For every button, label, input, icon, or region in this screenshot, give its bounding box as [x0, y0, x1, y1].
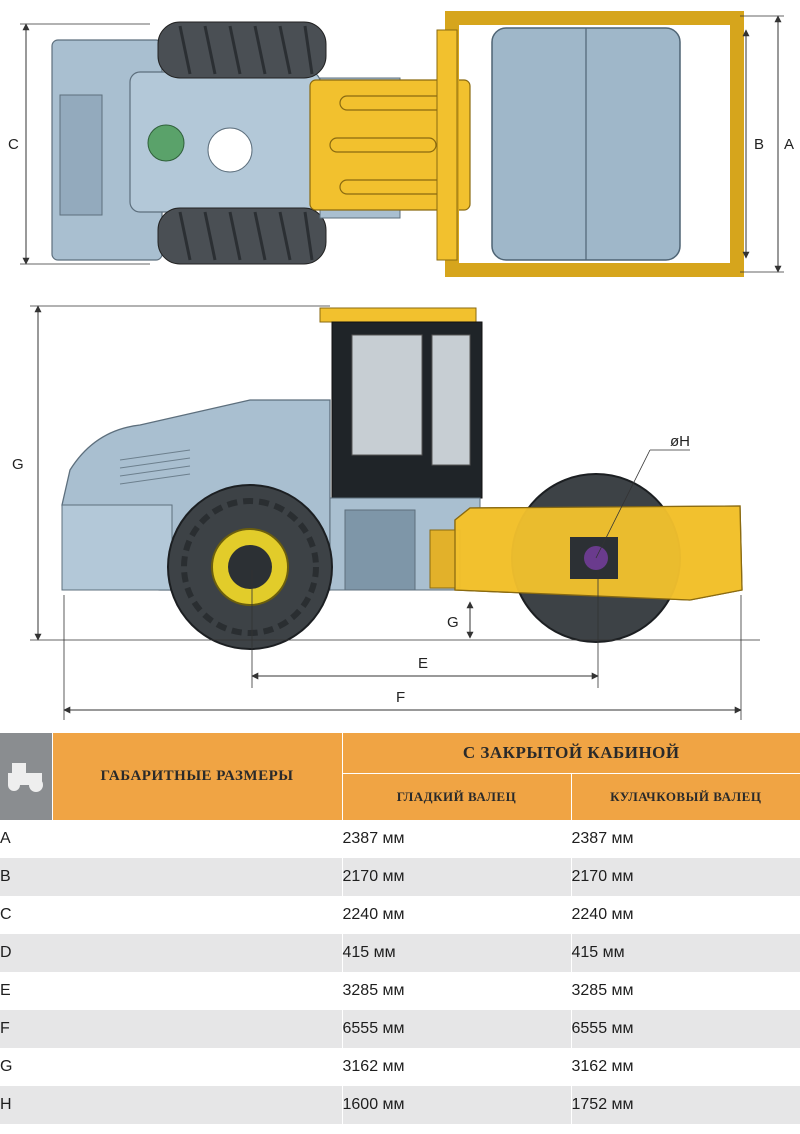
roller-icon — [0, 733, 52, 820]
side-cab-roof — [319, 307, 477, 323]
row-label: B — [0, 858, 342, 896]
row-padfoot-value: 3162 мм — [570, 1048, 800, 1086]
table-row: A 2387 мм 2387 мм — [0, 820, 800, 858]
row-label: E — [0, 982, 11, 999]
row-label: F — [0, 1010, 342, 1048]
roller-dimension-drawing: C B A — [8, 11, 794, 720]
top-tire-upper — [157, 21, 327, 79]
row-label: D — [0, 934, 342, 972]
row-padfoot-value: 415 мм — [570, 934, 800, 972]
row-smooth-value: 1600 мм — [341, 1086, 571, 1124]
dim-label-a: A — [784, 136, 794, 153]
row-padfoot-value: 3285 мм — [570, 972, 800, 1010]
top-tire-lower — [157, 207, 327, 265]
row-smooth-value: 3162 мм — [341, 1048, 571, 1086]
row-padfoot-value: 2170 мм — [570, 858, 800, 896]
header-padfoot-drum: КУЛАЧКОВЫЙ ВАЛЕЦ — [570, 773, 800, 820]
table-row: B 2170 мм 2170 мм — [0, 858, 800, 896]
dim-label-e: E — [418, 655, 428, 672]
table-row: H 1600 мм 1752 мм — [0, 1086, 800, 1124]
row-smooth-value: 2170 мм — [341, 858, 571, 896]
row-label: C — [0, 906, 12, 923]
row-smooth-value: 6555 мм — [341, 1010, 571, 1048]
dim-label-g-clearance: G — [447, 614, 459, 631]
table-row: D 415 мм 415 мм — [0, 934, 800, 972]
header-closed-cab: С ЗАКРЫТОЙ КАБИНОЙ — [341, 733, 800, 774]
table-row: E 3285 мм 3285 мм — [0, 972, 800, 1010]
row-smooth-value: 3285 мм — [341, 972, 571, 1010]
side-view: G øH G E F — [12, 305, 760, 720]
row-label: A — [0, 830, 11, 847]
row-smooth-value: 2240 мм — [341, 896, 571, 934]
row-padfoot-value: 6555 мм — [570, 1010, 800, 1048]
row-padfoot-value: 2387 мм — [570, 820, 800, 858]
top-cab-roof — [309, 79, 471, 211]
top-view: C B A — [8, 11, 794, 277]
side-cab-window-front — [351, 334, 423, 456]
dim-label-c: C — [8, 136, 19, 153]
row-smooth-value: 415 мм — [341, 934, 571, 972]
roller-silhouette-icon — [8, 763, 43, 792]
dim-label-b: B — [754, 136, 764, 153]
row-label: G — [0, 1058, 13, 1075]
table-row: F 6555 мм 6555 мм — [0, 1010, 800, 1048]
dim-label-g-height: G — [12, 456, 24, 473]
dim-label-h-diameter: øH — [670, 433, 690, 450]
dimensions-table: ГАБАРИТНЫЕ РАЗМЕРЫ С ЗАКРЫТОЙ КАБИНОЙ ГЛ… — [0, 733, 800, 1124]
dim-label-f: F — [396, 689, 405, 706]
header-overall-dimensions: ГАБАРИТНЫЕ РАЗМЕРЫ — [51, 733, 342, 820]
row-padfoot-value: 1752 мм — [570, 1086, 800, 1124]
header-smooth-drum: ГЛАДКИЙ ВАЛЕЦ — [341, 773, 571, 820]
table-row: C 2240 мм 2240 мм — [0, 896, 800, 934]
table-row: G 3162 мм 3162 мм — [0, 1048, 800, 1086]
row-label: H — [0, 1086, 342, 1124]
row-padfoot-value: 2240 мм — [570, 896, 800, 934]
row-smooth-value: 2387 мм — [341, 820, 571, 858]
top-green-tank — [147, 124, 185, 162]
side-cab-window-rear — [431, 334, 471, 466]
